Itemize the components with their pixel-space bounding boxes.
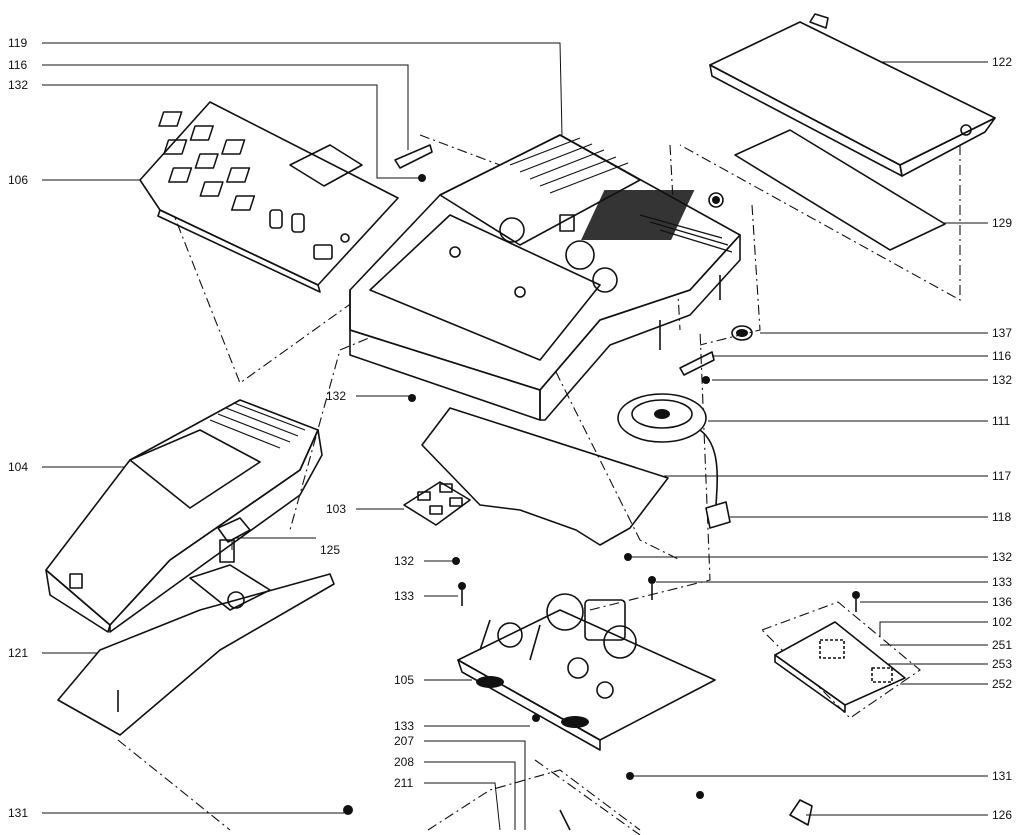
pcb-102 [761,601,921,719]
callout-119: 119 [8,36,27,50]
leader-132a [42,84,420,179]
callout-125: 125 [320,543,340,557]
callout-labels: 119 116 132 106 132 104 103 132 125 133 … [8,36,1012,822]
leader-102 [879,621,988,637]
callout-121: 121 [8,646,28,660]
cradle-bracket-121 [57,564,335,736]
callout-103: 103 [326,502,346,516]
callout-133: 133 [394,719,414,733]
callout-131: 131 [8,806,28,820]
callout-208: 208 [394,755,414,769]
callout-111: 111 [992,414,1011,428]
callout-117: 117 [992,469,1011,483]
callout-105: 105 [394,673,414,687]
leader-lines [42,42,988,831]
bottom-base-partial [427,769,813,831]
callout-116: 116 [8,58,27,72]
label-sheet-129 [734,129,946,251]
insulator-117 [421,407,669,546]
callout-137: 137 [992,326,1012,340]
speaker-grille [509,137,733,253]
earpiece-grille [209,402,306,449]
spring-137-top [708,192,724,208]
keypad-panel-106 [139,101,399,293]
leader-116a [42,64,409,150]
callout-118: 118 [992,510,1011,524]
callout-253: 253 [992,657,1012,671]
leader-208 [424,761,516,830]
callout-116: 116 [992,349,1011,363]
clip-116a [394,144,433,169]
callout-122: 122 [992,55,1012,69]
tape-mechanism-105 [457,593,716,751]
screws [343,174,860,815]
callout-252: 252 [992,677,1012,691]
hook-switch-103 [403,481,471,526]
callout-136: 136 [992,595,1012,609]
callout-132: 132 [394,554,414,568]
callout-131: 131 [992,769,1012,783]
handset-104 [45,399,323,633]
callout-132: 132 [326,389,346,403]
keypad-keys [158,111,256,211]
callout-207: 207 [394,734,414,748]
callout-251: 251 [992,638,1012,652]
callout-129: 129 [992,216,1012,230]
callout-132: 132 [992,373,1012,387]
cover-122 [709,13,996,177]
callout-133: 133 [992,575,1012,589]
callout-126: 126 [992,808,1012,822]
speaker-111 [617,393,719,506]
main-housing-119 [349,134,741,421]
leader-119 [42,42,563,136]
callout-132: 132 [992,550,1012,564]
leader-211 [424,782,501,831]
leader-207 [424,740,526,830]
callout-102: 102 [992,615,1012,629]
callout-211: 211 [394,776,413,790]
assembly-lines [117,134,961,835]
callout-133: 133 [394,589,414,603]
clip-116b [679,351,715,376]
callout-106: 106 [8,173,28,187]
switch-125 [217,517,251,563]
connector-118 [705,501,731,529]
callout-132: 132 [8,78,28,92]
callout-104: 104 [8,460,28,474]
leader-125 [231,537,316,550]
spring-137 [731,325,753,341]
